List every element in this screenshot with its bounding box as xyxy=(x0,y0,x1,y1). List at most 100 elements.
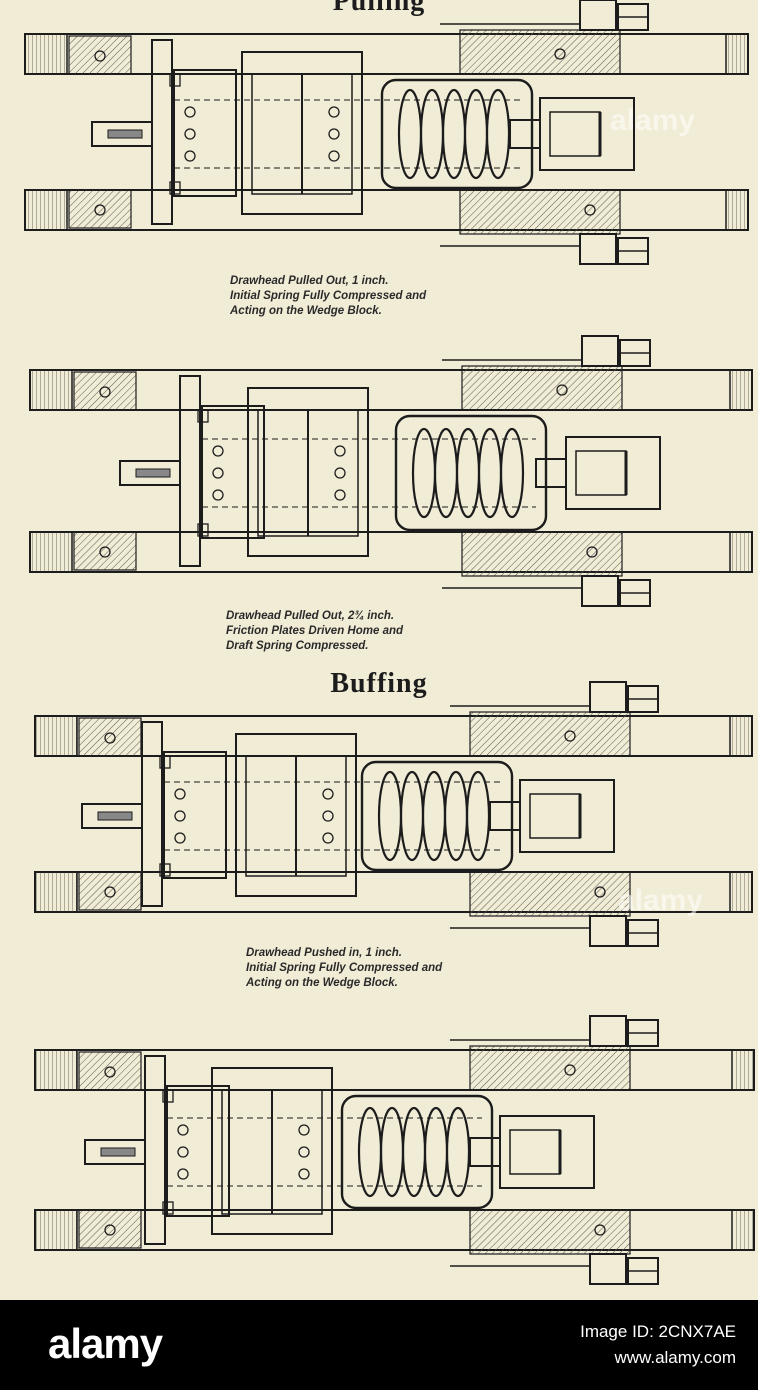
front-stop-top xyxy=(73,371,137,411)
wedge-block xyxy=(166,1085,230,1217)
watermark-1: alamy xyxy=(610,104,696,137)
caption-1: Drawhead Pulled Out, 1 inch. Initial Spr… xyxy=(230,274,426,319)
rivet xyxy=(99,546,111,558)
rear-stop-top xyxy=(459,29,621,75)
rivet-hole xyxy=(212,445,224,457)
caption-2: Drawhead Pulled Out, 2¾ inch. Friction P… xyxy=(226,609,403,654)
rivet-hole xyxy=(177,1168,189,1180)
left-timber-bottom xyxy=(24,189,68,231)
rivet-hole xyxy=(298,1124,310,1136)
rivet-hole xyxy=(298,1168,310,1180)
bottom-sill xyxy=(29,531,753,573)
caption-2-line-1: Drawhead Pulled Out, 2¾ inch. xyxy=(226,610,395,622)
rivet xyxy=(99,386,111,398)
bottom-sill xyxy=(24,189,749,231)
coupler-head xyxy=(519,779,615,853)
spring-yoke xyxy=(380,78,534,190)
front-follower-plate xyxy=(144,1055,166,1245)
spring-coil xyxy=(499,427,525,519)
right-timber-top xyxy=(729,369,753,411)
rivet xyxy=(594,1224,606,1236)
rear-stop-bottom xyxy=(461,531,623,577)
rivet-hole xyxy=(334,445,346,457)
rear-stop-bottom xyxy=(469,1209,631,1255)
rivet-hole xyxy=(212,467,224,479)
drawbar-shank xyxy=(91,121,153,147)
coupler-stem xyxy=(509,119,541,149)
bolt-bracket-top xyxy=(581,335,619,367)
rivet-hole xyxy=(328,128,340,140)
brand-logo: alamy xyxy=(48,1320,163,1367)
rivet-hole xyxy=(184,150,196,162)
drawgear-diagram-4 xyxy=(34,1015,755,1285)
bolt-bracket-bottom xyxy=(581,575,619,607)
right-timber-bottom xyxy=(731,1209,755,1251)
caption-3-line-1: Drawhead Pushed in, 1 inch. xyxy=(246,947,402,959)
rear-stop-top xyxy=(469,711,631,757)
rivet xyxy=(564,1064,576,1076)
spring-coil xyxy=(421,770,447,862)
spring-yoke xyxy=(340,1094,494,1210)
left-timber-bottom xyxy=(34,1209,78,1251)
right-timber-top xyxy=(729,715,753,757)
spring-coil xyxy=(377,770,403,862)
rivet xyxy=(104,1224,116,1236)
rivet xyxy=(104,1066,116,1078)
front-stop-top xyxy=(78,717,142,757)
right-timber-bottom xyxy=(725,189,749,231)
spring-coil xyxy=(455,427,481,519)
bolt-bracket-top xyxy=(589,681,627,713)
coupler-stem xyxy=(469,1137,501,1167)
rivet xyxy=(104,732,116,744)
front-stop-bottom xyxy=(68,189,132,229)
drawgear-diagram-3 xyxy=(34,681,753,947)
spring-coil xyxy=(441,88,467,180)
site-url: www.alamy.com xyxy=(614,1348,736,1367)
front-stop-bottom xyxy=(78,1209,142,1249)
rivet-hole xyxy=(177,1124,189,1136)
wedge-block xyxy=(173,69,237,197)
caption-1-line-1: Drawhead Pulled Out, 1 inch. xyxy=(230,275,389,287)
coupler-stem xyxy=(535,458,567,488)
spring-coil xyxy=(423,1106,449,1198)
spring-yoke xyxy=(360,760,514,872)
caption-1-line-3: Acting on the Wedge Block. xyxy=(230,305,382,317)
caption-1-line-2: Initial Spring Fully Compressed and xyxy=(230,290,427,302)
drawbar-shank xyxy=(84,1139,146,1165)
left-timber-bottom xyxy=(29,531,73,573)
left-timber-bottom xyxy=(34,871,78,913)
front-follower-plate xyxy=(141,721,163,907)
top-sill xyxy=(24,33,749,75)
spring-coil xyxy=(401,1106,427,1198)
rivet-hole xyxy=(184,106,196,118)
rivet xyxy=(594,886,606,898)
front-stop-top xyxy=(78,1051,142,1091)
friction-housing xyxy=(247,387,369,557)
front-follower-plate xyxy=(151,39,173,225)
rivet xyxy=(564,730,576,742)
rivet-hole xyxy=(184,128,196,140)
rivet-hole xyxy=(212,489,224,501)
wedge-block xyxy=(201,405,265,539)
right-timber-bottom xyxy=(729,871,753,913)
spring-coil xyxy=(445,1106,471,1198)
drawbar-slot xyxy=(107,129,143,139)
bottom-sill xyxy=(34,1209,755,1251)
coupler-head xyxy=(565,436,661,510)
bolt-bracket-bottom xyxy=(579,233,617,265)
friction-housing xyxy=(211,1067,333,1235)
drawgear-diagram-2 xyxy=(29,335,753,607)
top-sill xyxy=(34,1049,755,1091)
front-stop-bottom xyxy=(73,531,137,571)
spring-coil xyxy=(433,427,459,519)
rivet xyxy=(104,886,116,898)
rivet xyxy=(94,50,106,62)
bolt-bracket-top xyxy=(579,0,617,31)
coupler-stem xyxy=(489,801,521,831)
spring-coil xyxy=(419,88,445,180)
caption-3-line-2: Initial Spring Fully Compressed and xyxy=(246,962,443,974)
drawgear-diagram-1 xyxy=(24,0,749,265)
bolt-bracket-bottom xyxy=(589,915,627,947)
rivet-hole xyxy=(174,810,186,822)
rear-stop-bottom xyxy=(469,871,631,917)
